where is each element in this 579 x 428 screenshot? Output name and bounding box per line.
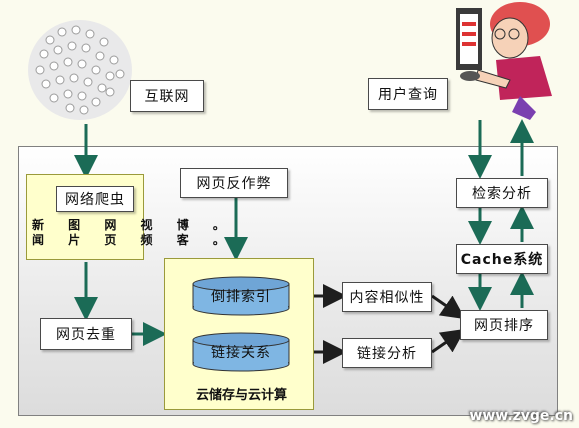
internet-pearls-image [28,20,132,120]
user-query-box: 用户查询 [368,78,448,110]
crawler-content-types: 新 图 网 视 博 。 闻 片 页 频 客 。 [32,218,235,247]
inverted-index-cylinder: 倒排索引 [192,276,290,316]
user-query-label: 用户查询 [378,87,438,103]
anti-cheat-label: 网页反作弊 [196,176,272,192]
dedup-label: 网页去重 [56,327,116,343]
crawler-box: 网络爬虫 [56,186,134,212]
content-similarity-label: 内容相似性 [349,290,425,306]
user-at-computer-image [456,2,552,120]
cache-system-label: Cache系统 [460,252,544,268]
internet-label: 互联网 [144,89,190,105]
search-analysis-box: 检索分析 [456,178,548,208]
cloud-storage-label: 云储存与云计算 [196,388,288,403]
watermark: www.zvge.cn [469,408,573,424]
inverted-index-label: 倒排索引 [211,289,271,305]
cache-system-box: Cache系统 [456,244,548,274]
dedup-box: 网页去重 [40,318,132,350]
internet-box: 互联网 [130,80,204,112]
link-relation-label: 链接关系 [211,345,271,361]
link-relation-cylinder: 链接关系 [192,332,290,372]
page-rank-box: 网页排序 [460,310,548,340]
connector-arrows [74,119,534,364]
content-similarity-box: 内容相似性 [342,282,432,312]
search-analysis-label: 检索分析 [472,186,532,202]
link-analysis-box: 链接分析 [342,338,432,368]
crawler-label: 网络爬虫 [65,192,125,208]
page-rank-label: 网页排序 [474,318,534,334]
link-analysis-label: 链接分析 [357,346,417,362]
anti-cheat-box: 网页反作弊 [180,168,288,198]
